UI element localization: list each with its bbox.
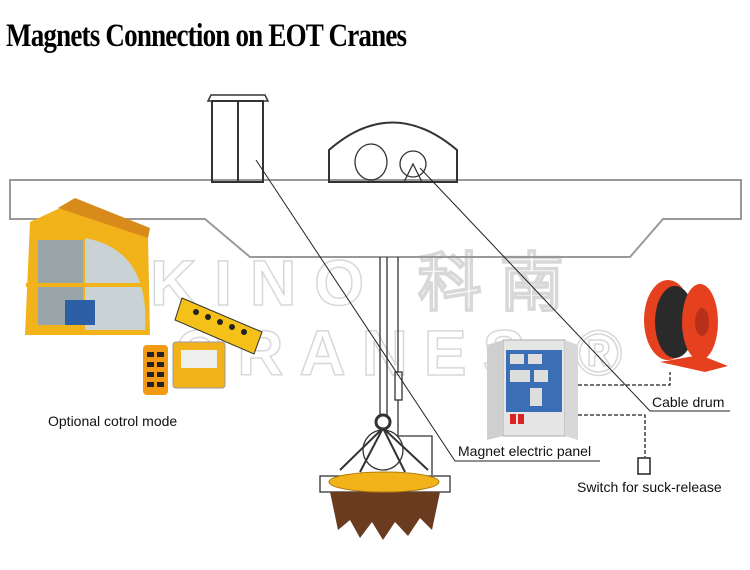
electric-panel-image <box>487 339 578 440</box>
pendant-control-image <box>174 297 263 355</box>
lifting-magnet <box>319 471 451 540</box>
svg-text:KINO 科南: KINO 科南 <box>150 247 582 319</box>
operator-cab-image <box>25 198 150 335</box>
leader-lines <box>255 159 730 462</box>
switch-box <box>637 457 651 475</box>
cable-drum-image <box>644 280 728 372</box>
cable-drum-label: Cable drum <box>652 394 725 410</box>
remote-control-image <box>143 341 226 395</box>
control-mode-label: Optional cotrol mode <box>48 413 178 429</box>
page-title: Magnets Connection on EOT Cranes <box>6 18 407 54</box>
cab-column <box>206 94 270 183</box>
panel-label: Magnet electric panel <box>458 443 592 459</box>
dashed-wires <box>578 372 671 457</box>
switch-label: Switch for suck-release <box>577 479 722 495</box>
hoist-ropes <box>339 257 433 475</box>
trolley-housing <box>328 121 458 183</box>
